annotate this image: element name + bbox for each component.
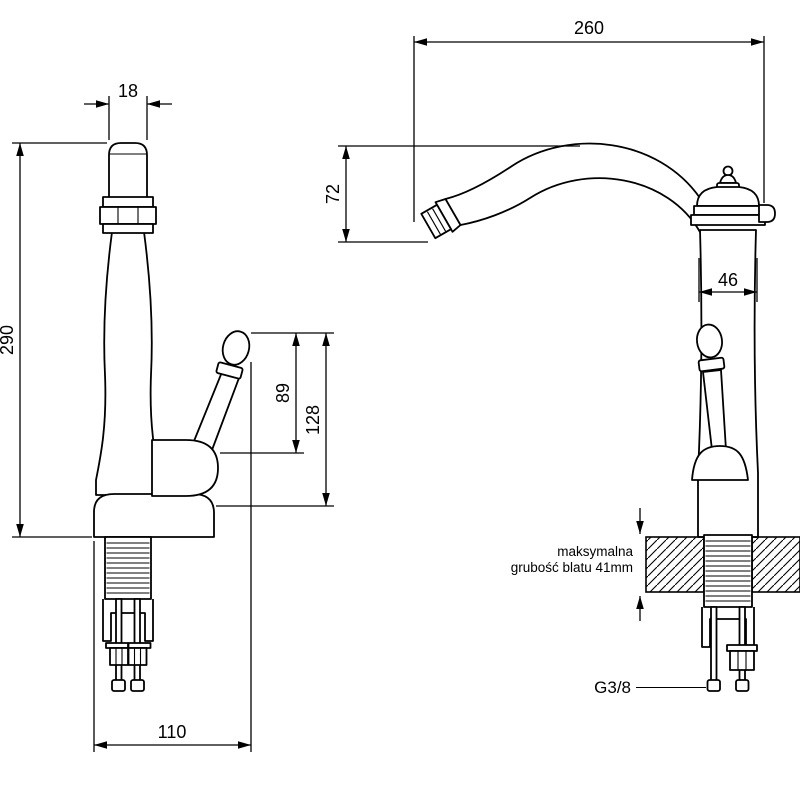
mounting-bracket-side	[701, 607, 755, 648]
dim-base-width: 110	[93, 362, 252, 752]
countertop-section	[645, 536, 800, 593]
aerator-front	[99, 196, 157, 234]
countertop-thickness-note: maksymalna grubość blatu 41mm	[511, 508, 644, 621]
countertop-left	[645, 536, 705, 593]
stud-cap-side-right	[735, 679, 750, 692]
thread-size-callout: G3/8	[594, 678, 706, 697]
stud-cap-side-left	[706, 679, 721, 692]
cap-ring-lower	[690, 214, 766, 226]
handle-knob-front	[221, 330, 251, 366]
handle-lever-front	[191, 371, 240, 451]
front-view: 18 290 89 128 110	[0, 81, 334, 752]
dim-handle-height-label: 89	[273, 383, 293, 403]
dim-spout-width-label: 18	[118, 81, 138, 101]
stud-cap-front-right	[130, 679, 145, 692]
mounting-bracket-front	[102, 599, 154, 642]
finial-flare	[719, 174, 737, 184]
stud-cap-front-left	[111, 679, 126, 692]
mounting-hardware-side	[701, 606, 758, 692]
side-knob	[758, 204, 776, 223]
dim-handle-span-label: 128	[303, 405, 323, 435]
nut-front-left	[109, 647, 129, 666]
spout-side	[420, 142, 701, 240]
thread-size-label: G3/8	[594, 678, 631, 697]
handle-knob-side	[696, 323, 723, 359]
cap-dome	[696, 186, 760, 207]
dim-spout-width: 18	[84, 81, 172, 140]
thread-lines-side	[705, 540, 751, 602]
dim-total-height: 290	[0, 142, 107, 538]
dim-spout-reach-label: 260	[574, 18, 604, 38]
dim-body-width-label: 46	[718, 270, 738, 290]
dim-total-height-label: 290	[0, 325, 17, 355]
dim-handle-span: 128	[216, 333, 334, 507]
threaded-shank-front	[104, 536, 152, 600]
countertop-note-line1: maksymalna	[557, 544, 633, 559]
cap-ring-upper	[693, 205, 763, 216]
dim-base-width-label: 110	[158, 722, 187, 742]
top-cap-side	[690, 165, 776, 226]
dim-spout-drop: 72	[323, 145, 580, 243]
handle-collar-side	[697, 356, 726, 373]
threaded-shank-side	[703, 534, 753, 608]
mounting-stud-front-left	[115, 598, 123, 686]
countertop-right	[751, 536, 800, 593]
mounting-stud-front-right	[133, 598, 141, 686]
handle-side	[691, 323, 749, 481]
spout-outlet-front	[108, 142, 148, 199]
dim-spout-drop-label: 72	[323, 184, 343, 204]
countertop-note-line2: grubość blatu 41mm	[511, 560, 633, 575]
faucet-body-front	[95, 231, 161, 496]
aerator-ring-side	[434, 198, 462, 233]
dim-handle-height: 89	[220, 332, 334, 454]
handle-collar-front	[215, 361, 244, 380]
thread-lines-front	[106, 542, 150, 594]
dim-body-width: 46	[698, 258, 758, 302]
faucet-base-front	[93, 493, 215, 538]
side-view: 260 72 46 maksymalna grubość blatu 41mm …	[323, 18, 800, 697]
dim-spout-reach: 260	[413, 18, 765, 222]
nut-front-right	[127, 647, 148, 666]
handle-bell-side	[691, 445, 749, 481]
nut-side	[729, 650, 755, 671]
mounting-stud-side-left	[710, 606, 718, 686]
mounting-hardware-front	[102, 598, 154, 692]
handle-mount-front	[151, 439, 219, 497]
